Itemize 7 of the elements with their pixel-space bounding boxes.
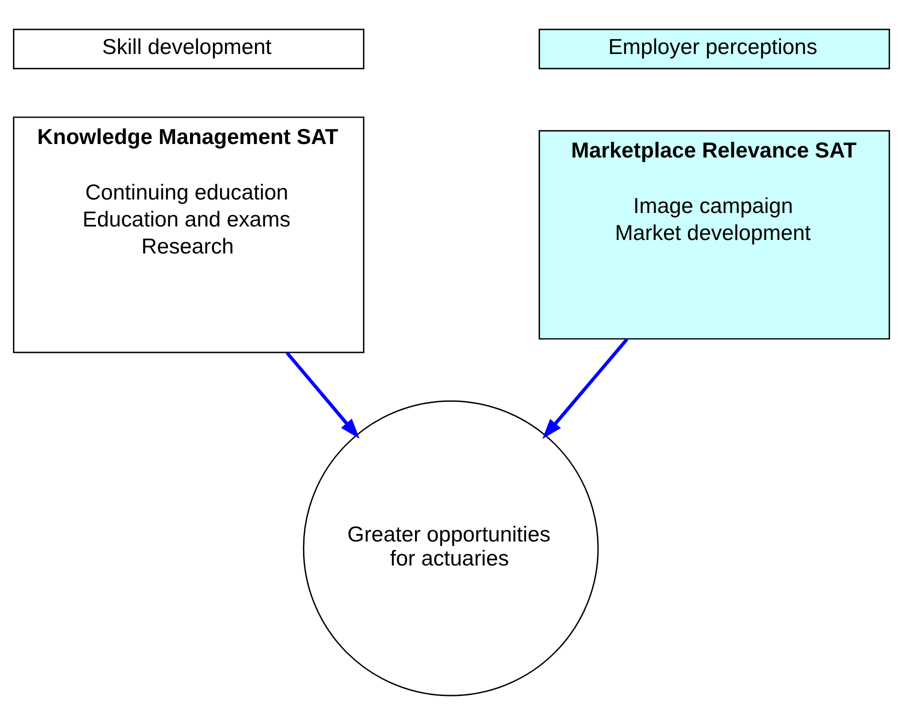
node-box: Knowledge Management SAT Continuing education Education and exams Research [12, 116, 364, 354]
arrow [286, 352, 360, 439]
node-box: Employer perceptions [538, 28, 890, 70]
arrow [542, 338, 628, 439]
node-box: Marketplace Relevance SAT Image campaign Market development [538, 130, 890, 340]
node-box: Skill development [12, 28, 364, 70]
node-circle: Greater opportunities for actuaries [302, 400, 599, 696]
